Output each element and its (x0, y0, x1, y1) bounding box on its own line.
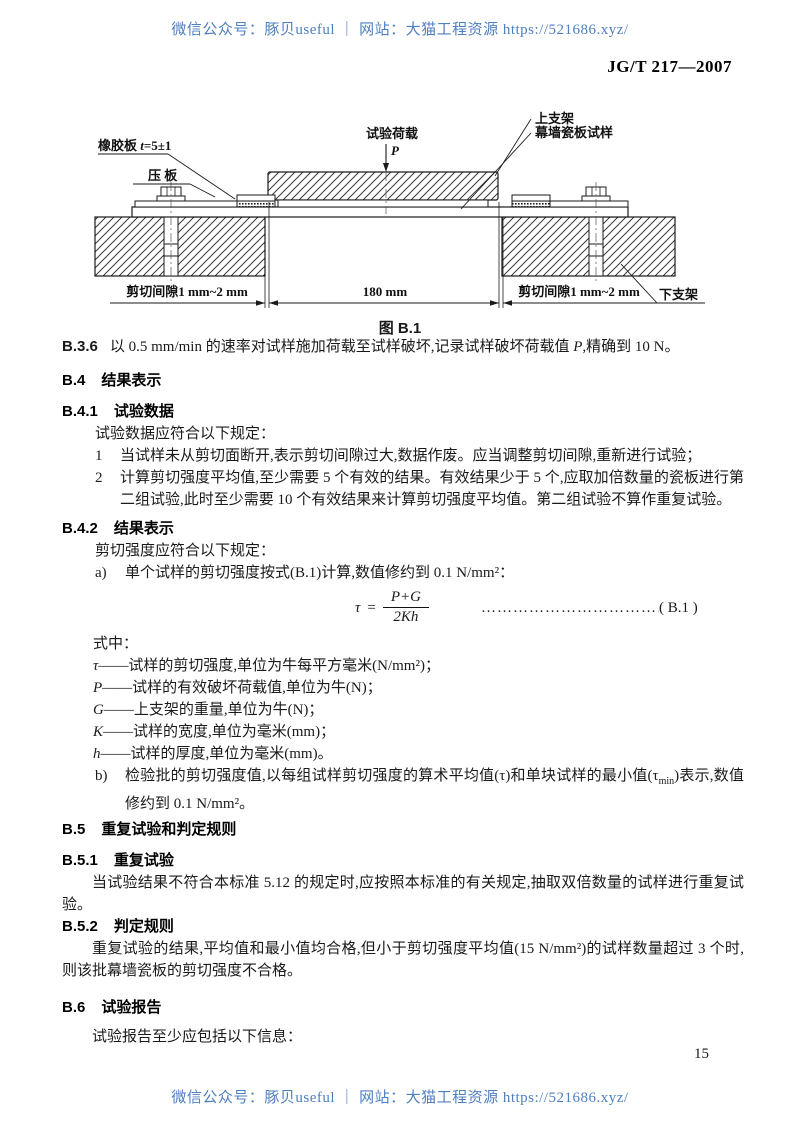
dim-text-span: 180 mm (363, 284, 408, 299)
label-specimen: 幕墙瓷板试样 (534, 125, 613, 140)
formula-dot-leader: ………………………………………… (480, 599, 659, 616)
press-plate-right-step (511, 194, 551, 202)
promo-footer: 微信公众号：豚贝useful ｜ 网站：大猫工程资源 https://52168… (171, 1090, 629, 1106)
list-item-text: 单个试样的剪切强度按式(B.1)计算,数值修约到 0.1 N/mm²： (125, 565, 515, 581)
formula-fraction: P+G 2Kh (382, 588, 429, 627)
page-number: 15 (694, 1046, 709, 1062)
clause-text-run: 以 0.5 mm/min 的速率对试样施加荷载至试样破坏,记录试样破坏荷载值 (109, 339, 574, 355)
lower-bracket-left (94, 216, 266, 277)
dim-text-gap-left: 剪切间隙1 mm~2 mm (126, 284, 248, 299)
press-plate-left-step (236, 194, 276, 202)
list-item-number: 1 (95, 448, 103, 464)
label-press-plate: 压 板 (148, 168, 178, 183)
dim-text-gap-right: 剪切间隙1 mm~2 mm (518, 284, 640, 299)
list-item-number: a) (95, 565, 107, 581)
clause-text-run: ,精确到 10 N。 (582, 339, 680, 355)
definition-h: h——试样的厚度,单位为毫米(mm)。 (93, 746, 333, 762)
list-item-2: 2 计算剪切强度平均值,至少需要 5 个有效的结果。有效结果少于 5 个,应取加… (62, 467, 744, 511)
formula-reference: ( B.1 ) (658, 599, 698, 616)
where-label: 式中： (93, 636, 139, 652)
label-load-symbol: P (391, 143, 400, 158)
list-item-number: 2 (95, 470, 103, 486)
formula-b1: τ = P+G 2Kh ………………………………………… ( B.1 ) (62, 588, 744, 627)
list-item-b: b) 检验批的剪切强度值,以每组试样剪切强度的算术平均值(τ)和单块试样的最小值… (62, 765, 744, 815)
definition-tau: τ——试样的剪切强度,单位为牛每平方毫米(N/mm²)； (93, 658, 440, 674)
leader-specimen (460, 132, 532, 210)
press-plate-right-flange (549, 200, 629, 208)
list-item-number: b) (95, 768, 108, 784)
variable-P: P (573, 339, 583, 355)
figure-caption: 图 B.1 (378, 320, 422, 337)
specimen-plate (131, 206, 629, 218)
tau-min-subscript: min (658, 776, 675, 787)
paragraph-b6: 试验报告至少应包括以下信息： (92, 1029, 303, 1045)
formula-equals: = (367, 599, 376, 616)
leader-upper-bracket (494, 118, 532, 177)
label-upper-bracket: 上支架 (535, 111, 574, 126)
list-item-a: a) 单个试样的剪切强度按式(B.1)计算,数值修约到 0.1 N/mm²： (62, 562, 744, 584)
paragraph-b41-intro: 试验数据应符合以下规定： (95, 426, 276, 442)
paragraph-b52: 重复试验的结果,平均值和最小值均合格,但小于剪切强度平均值(15 N/mm²)的… (62, 941, 744, 979)
definition-K: K——试样的宽度,单位为毫米(mm)； (93, 724, 336, 740)
paragraph-b51: 当试验结果不符合本标准 5.12 的规定时,应按照本标准的有关规定,抽取双倍数量… (62, 875, 744, 913)
promo-header: 微信公众号：豚贝useful ｜ 网站：大猫工程资源 https://52168… (171, 22, 629, 38)
label-load: 试验荷载 (366, 126, 418, 141)
standard-code: JG/T 217—2007 (607, 57, 732, 76)
formula-equation: τ = P+G 2Kh (355, 588, 429, 627)
figure-b1: 试验荷载 P 橡胶板 t=5±1 压 板 上支架 幕墙瓷板试样 下支架 (65, 98, 785, 310)
figure-b1-diagram: 试验荷载 P 橡胶板 t=5±1 压 板 上支架 幕墙瓷板试样 下支架 (94, 111, 705, 308)
definition-G: G——上支架的重量,单位为牛(N)； (93, 702, 324, 718)
list-item-text: 计算剪切强度平均值,至少需要 5 个有效的结果。有效结果少于 5 个,应取加倍数… (120, 470, 744, 508)
definition-P: P——试样的有效破坏荷载值,单位为牛(N)； (93, 680, 382, 696)
paragraph-b42-intro: 剪切强度应符合以下规定： (95, 543, 276, 559)
list-item-1: 1 当试样未从剪切面断开,表示剪切间隙过大,数据作废。应当调整剪切间隙,重新进行… (62, 445, 744, 467)
upper-bracket-block (267, 171, 499, 201)
label-lower-bracket: 下支架 (659, 287, 698, 302)
press-plate-left-flange (134, 200, 238, 208)
clause-b36: B.3.6 以 0.5 mm/min 的速率对试样施加荷载至试样破坏,记录试样破坏… (62, 336, 744, 358)
upper-bracket-base (277, 199, 489, 208)
clause-number: B.3.6 (62, 338, 98, 355)
rubber-strip-right (511, 200, 551, 208)
formula-denominator: 2Kh (393, 609, 419, 625)
list-item-text: 当试样未从剪切面断开,表示剪切间隙过大,数据作废。应当调整剪切间隙,重新进行试验… (120, 448, 702, 464)
label-rubber-plate: 橡胶板 t=5±1 (98, 138, 171, 153)
formula-numerator: P+G (382, 588, 429, 608)
formula-lhs: τ (355, 599, 361, 616)
list-item-text: 检验批的剪切强度值,以每组试样剪切强度的算术平均值(τ)和单块试样的最小值(τm… (125, 768, 744, 812)
clause-body: B.3.6 以 0.5 mm/min 的速率对试样施加荷载至试样破坏,记录试样破坏… (62, 336, 744, 1048)
